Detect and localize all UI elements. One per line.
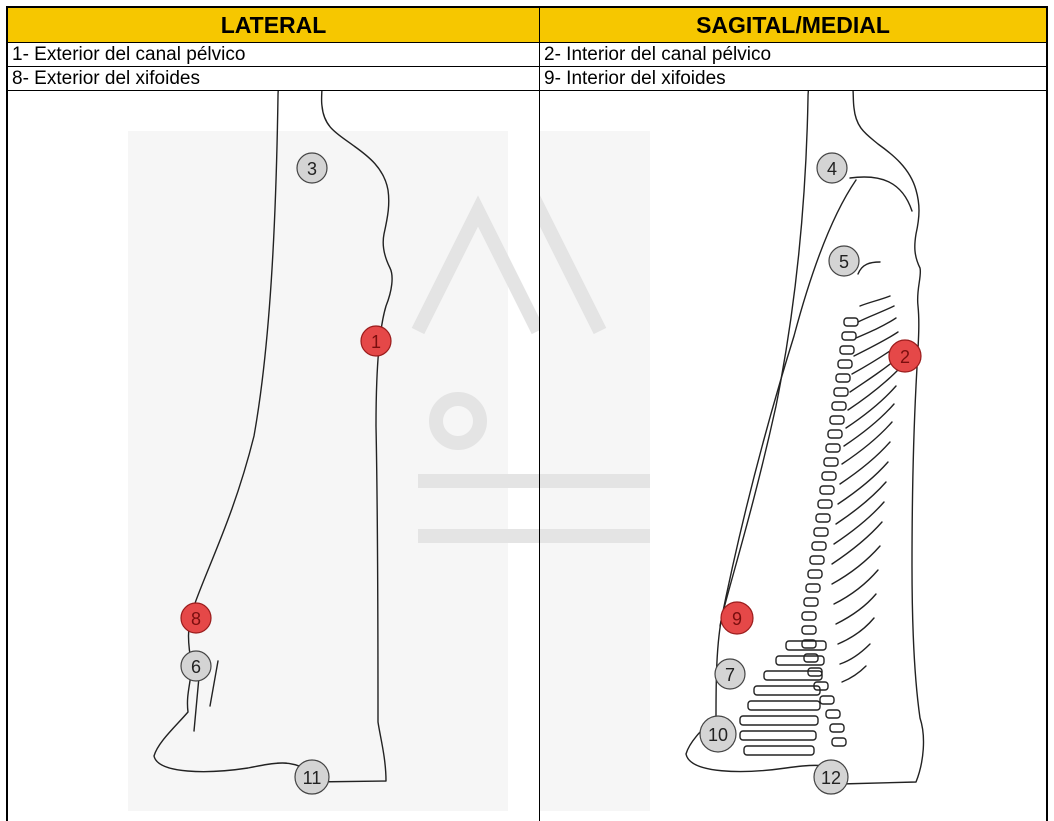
- svg-text:4: 4: [827, 159, 837, 179]
- lateral-carcass-diagram: 3 1 8 6 11: [8, 91, 539, 821]
- svg-text:5: 5: [839, 252, 849, 272]
- marker-12: 12: [814, 760, 848, 794]
- watermark-seal: [128, 131, 539, 811]
- marker-10: 10: [700, 716, 736, 752]
- svg-text:3: 3: [307, 159, 317, 179]
- comparison-table: LATERAL 1- Exterior del canal pélvico 8-…: [6, 6, 1048, 821]
- sagital-diagram-panel: 4 5 2 9 7: [540, 91, 1046, 821]
- svg-text:6: 6: [191, 657, 201, 677]
- marker-8: 8: [181, 603, 211, 633]
- svg-text:11: 11: [303, 768, 322, 788]
- marker-3: 3: [297, 153, 327, 183]
- marker-7: 7: [715, 659, 745, 689]
- marker-2: 2: [889, 340, 921, 372]
- svg-text:10: 10: [708, 725, 728, 745]
- marker-9: 9: [721, 602, 753, 634]
- sagital-column: SAGITAL/MEDIAL 2- Interior del canal pél…: [540, 6, 1048, 821]
- lateral-row-2: 8- Exterior del xifoides: [8, 67, 539, 91]
- svg-text:2: 2: [900, 347, 910, 367]
- svg-text:7: 7: [725, 665, 735, 685]
- sagital-header: SAGITAL/MEDIAL: [540, 6, 1046, 43]
- inner-line: [720, 177, 912, 626]
- marker-5: 5: [829, 246, 859, 276]
- svg-text:1: 1: [371, 332, 381, 352]
- watermark-seal: [540, 131, 650, 811]
- spine: [802, 262, 880, 746]
- sternum: [740, 641, 826, 755]
- marker-11: 11: [295, 760, 329, 794]
- sagital-row-1: 2- Interior del canal pélvico: [540, 43, 1046, 67]
- svg-text:8: 8: [191, 609, 201, 629]
- lateral-diagram-panel: 3 1 8 6 11: [8, 91, 539, 821]
- marker-4: 4: [817, 153, 847, 183]
- marker-1: 1: [361, 326, 391, 356]
- lateral-row-1: 1- Exterior del canal pélvico: [8, 43, 539, 67]
- svg-text:9: 9: [732, 609, 742, 629]
- lateral-header: LATERAL: [8, 6, 539, 43]
- sagital-carcass-diagram: 4 5 2 9 7: [540, 91, 1046, 821]
- lateral-column: LATERAL 1- Exterior del canal pélvico 8-…: [6, 6, 540, 821]
- marker-6: 6: [181, 651, 211, 681]
- sagital-row-2: 9- Interior del xifoides: [540, 67, 1046, 91]
- svg-text:12: 12: [821, 768, 841, 788]
